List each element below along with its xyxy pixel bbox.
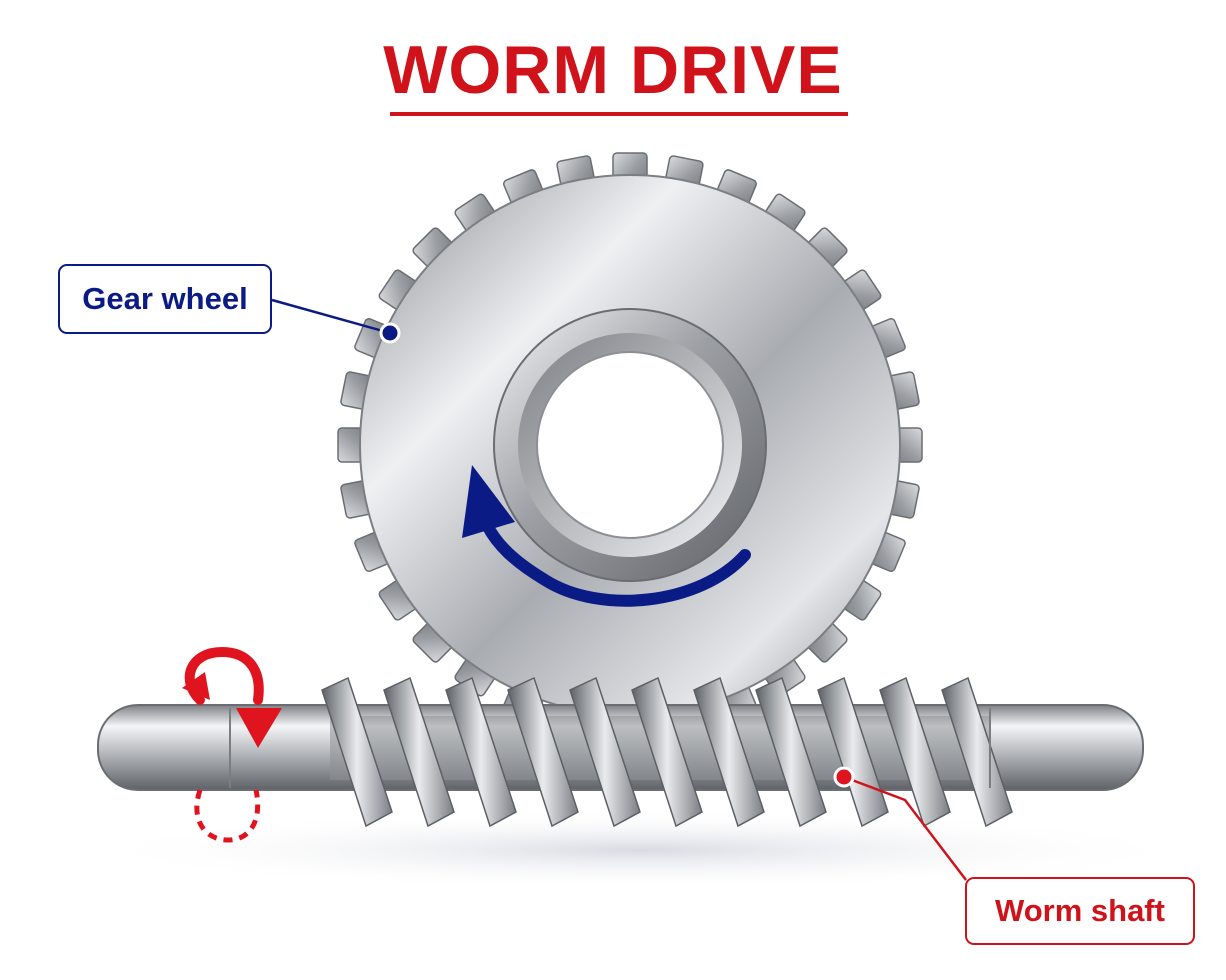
gear-label-leader	[272, 300, 399, 342]
gear-wheel-label: Gear wheel	[58, 264, 272, 334]
worm-shaft-label: Worm shaft	[965, 877, 1195, 945]
gear-wheel	[338, 153, 922, 737]
gear-bore	[537, 352, 723, 538]
